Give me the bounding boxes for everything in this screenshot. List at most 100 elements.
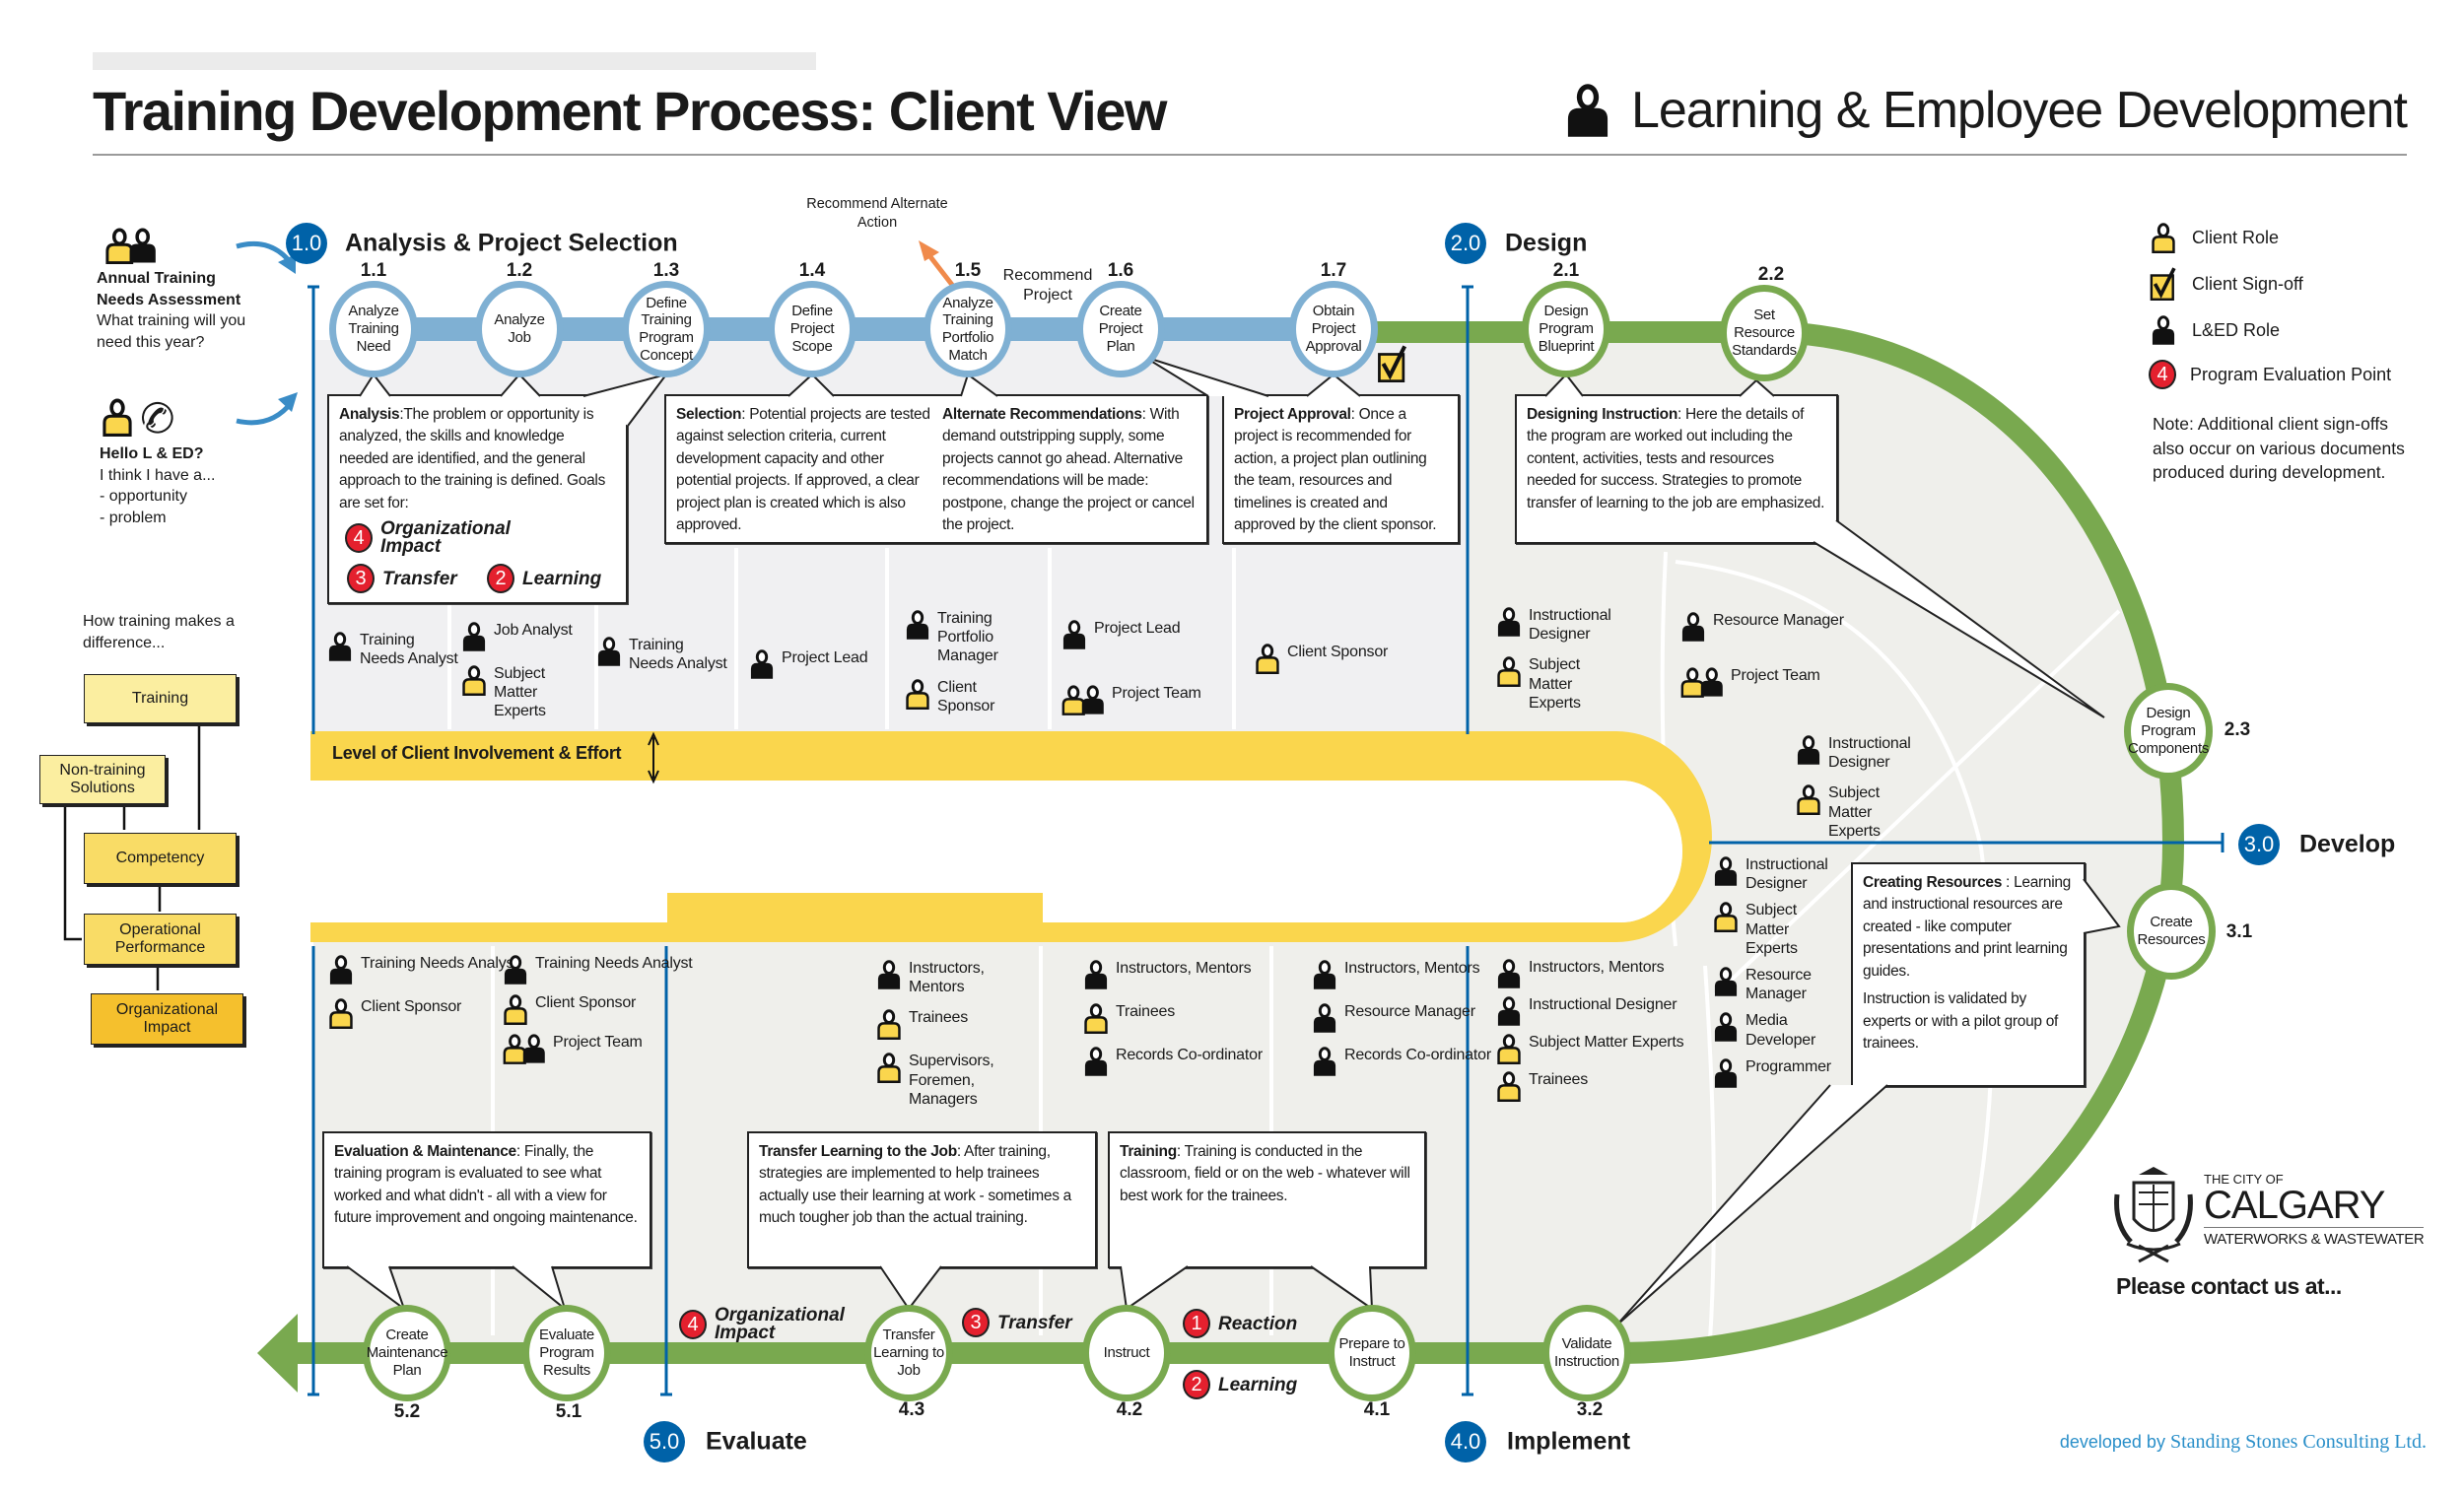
role-label: Project Team	[1731, 667, 1820, 684]
eval-number: 4	[679, 1310, 707, 1339]
callout-text: : Learning and instructional resources a…	[1863, 874, 2071, 980]
node-2-3[interactable]: Design Program Components	[2124, 683, 2213, 780]
calgary-crest-logo	[2114, 1167, 2193, 1263]
phase-badge-2: 2.0	[1445, 223, 1486, 264]
role-item: Trainees	[876, 1008, 1007, 1040]
node-number: 4.1	[1363, 1399, 1391, 1420]
led-role-icon	[1312, 1046, 1337, 1077]
role-item: Instructors, Mentors	[1083, 959, 1263, 990]
node-4-3[interactable]: Transfer Learning to Job	[864, 1305, 953, 1401]
node-3-2[interactable]: Validate Instruction	[1542, 1305, 1631, 1401]
role-item: Job Analyst	[461, 621, 592, 652]
node-5-1[interactable]: Evaluate Program Results	[522, 1305, 611, 1401]
role-item: Subject Matter Experts	[461, 664, 592, 721]
led-role-icon	[1496, 995, 1522, 1027]
role-item: Project Team	[503, 1033, 693, 1064]
node-1-1[interactable]: Analyze Training Need	[329, 281, 418, 377]
node-4-2[interactable]: Instruct	[1082, 1305, 1171, 1401]
client-role-icon	[1496, 655, 1522, 687]
client-role-icon	[503, 993, 528, 1025]
eval-number: 3	[347, 564, 375, 593]
role-label: Subject Matter Experts	[1529, 656, 1581, 712]
node-1-4[interactable]: Define Project Scope	[768, 281, 856, 377]
client-role-icon	[905, 678, 930, 710]
led-role-icon	[1680, 611, 1706, 643]
role-label: Instructors, Mentors	[1529, 959, 1665, 976]
eval-label: Learning	[1218, 1374, 1298, 1395]
phase-title-develop: Develop	[2299, 830, 2396, 858]
annual-assessment[interactable]: Annual Training Needs Assessment What tr…	[97, 268, 264, 353]
callout-creating: Creating Resources : Learning and instru…	[1851, 862, 2086, 1087]
led-role-icon	[503, 954, 528, 986]
role-item: Resource Manager	[1680, 611, 1844, 643]
role-label: Client Sponsor	[361, 998, 462, 1015]
team-icon	[97, 227, 166, 264]
node-1-7[interactable]: Obtain Project Approval	[1289, 281, 1378, 377]
led-role-icon	[749, 648, 775, 680]
callout-text: : Here the details of the program are wo…	[1527, 406, 1825, 511]
recommend-alternate-label: Recommend Alternate Action	[806, 196, 948, 231]
client-role-icon	[1796, 783, 1821, 815]
annual-question: What training will you need this year?	[97, 312, 246, 351]
role-label: Training Portfolio Manager	[937, 610, 998, 665]
node-number: 1.3	[652, 260, 680, 281]
node-4-1[interactable]: Prepare to Instruct	[1328, 1305, 1416, 1401]
node-2-2[interactable]: Set Resource Standards	[1720, 285, 1809, 381]
role-item: Media Developer	[1713, 1011, 1844, 1049]
node-2-1[interactable]: Design Program Blueprint	[1522, 281, 1610, 377]
client-role-icon	[99, 397, 136, 437]
callout-training: Training: Training is conducted in the c…	[1108, 1131, 1426, 1268]
callout-text: : Training is conducted in the classroom…	[1120, 1143, 1410, 1204]
role-item: Subject Matter Experts	[1796, 783, 1927, 841]
node-3-1[interactable]: Create Resources	[2127, 883, 2216, 980]
hello-led[interactable]: Hello L & ED? I think I have a... - oppo…	[100, 443, 215, 528]
led-role-icon	[2149, 314, 2178, 346]
role-item: Instructional Designer	[1496, 606, 1627, 644]
node-1-2[interactable]: Analyze Job	[475, 281, 564, 377]
credit-line[interactable]: developed by Standing Stones Consulting …	[2060, 1431, 2427, 1454]
node-1-6[interactable]: Create Project Plan	[1076, 281, 1165, 377]
node-1-3[interactable]: Define Training Program Concept	[622, 281, 711, 377]
recommend-project-label: Recommend Project	[1002, 267, 1093, 304]
eval-number: 4	[345, 523, 373, 553]
callout-title: Transfer Learning to the Job	[759, 1143, 957, 1160]
node-5-2[interactable]: Create Maintenance Plan	[363, 1305, 451, 1401]
callout-text: : After training, strategies are impleme…	[759, 1143, 1071, 1227]
legend-label: Program Evaluation Point	[2190, 364, 2392, 384]
callout-text: : Once a project is recommended for acti…	[1234, 406, 1437, 534]
role-label: Project Lead	[782, 649, 868, 666]
role-label: Instructional Designer	[1529, 996, 1677, 1013]
phase-title-analysis: Analysis & Project Selection	[345, 229, 678, 257]
phase-title-implement: Implement	[1507, 1427, 1631, 1456]
led-role-icon	[1312, 1002, 1337, 1034]
role-label: Client Sponsor	[1287, 644, 1389, 660]
role-item: Supervisors, Foremen, Managers	[876, 1052, 1007, 1109]
hello-title: Hello L & ED?	[100, 445, 204, 462]
role-label: Project Team	[1112, 685, 1201, 702]
role-label: Resource Manager	[1745, 966, 1812, 1003]
role-label: Supervisors, Foremen, Managers	[909, 1053, 994, 1108]
led-role-icon	[1713, 1011, 1739, 1043]
role-label: Trainees	[1529, 1071, 1589, 1088]
logo-city-of: THE CITY OF	[2204, 1172, 2284, 1187]
node-number: 5.2	[393, 1401, 421, 1422]
client-role-icon	[461, 664, 487, 696]
eval-label: Reaction	[1218, 1313, 1298, 1334]
logo-calgary: CALGARY	[2204, 1186, 2425, 1228]
node-1-5[interactable]: Analyze Training Portfolio Match	[924, 281, 1012, 377]
callout-text: : With demand outstripping supply, some …	[942, 406, 1195, 534]
node-number: 3.2	[1576, 1399, 1604, 1420]
node-number: 1.1	[360, 260, 387, 281]
callout-evaluation: Evaluation & Maintenance: Finally, the t…	[322, 1131, 651, 1268]
led-role-icon	[596, 636, 622, 667]
role-item: Instructors, Mentors	[1496, 958, 1683, 989]
node-number: 4.2	[1116, 1399, 1143, 1420]
